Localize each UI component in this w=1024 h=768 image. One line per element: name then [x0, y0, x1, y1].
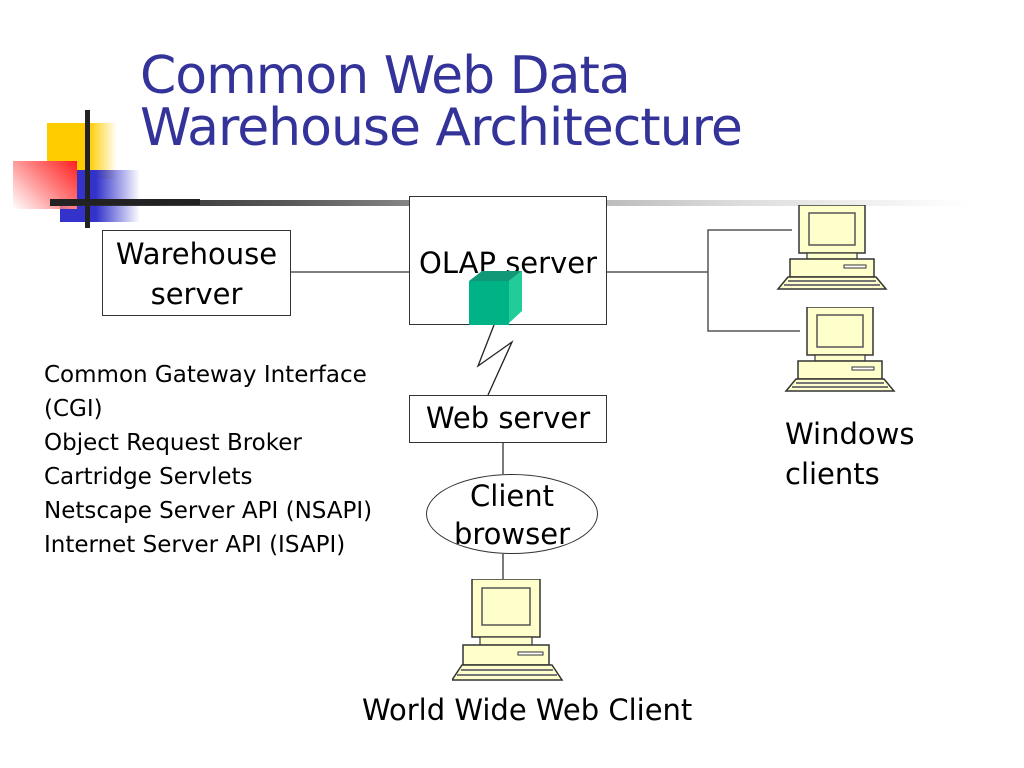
windows-clients-label-line-2: clients	[785, 457, 880, 491]
www-client-label: World Wide Web Client	[362, 693, 693, 727]
list-item: Cartridge Servlets	[44, 464, 253, 490]
list-item: Object Request Broker	[44, 430, 302, 456]
windows-clients-bracket	[707, 229, 800, 332]
list-item: Netscape Server API (NSAPI)	[44, 498, 373, 524]
client-browser-label-line-2: browser	[453, 517, 571, 551]
windows-clients-label: Windows clients	[785, 414, 914, 494]
slide-title: Common Web Data Warehouse Architecture	[140, 46, 743, 158]
list-item: (CGI)	[44, 396, 103, 422]
gateway-technology-list: Common Gateway Interface (CGI) Object Re…	[44, 358, 372, 562]
desktop-computer-icon	[784, 307, 896, 392]
lightning-bolt-icon	[476, 324, 514, 396]
list-item: Common Gateway Interface	[44, 362, 367, 388]
client-browser-label-line-1: Client	[470, 479, 554, 513]
warehouse-server-label-line-2: server	[150, 277, 243, 311]
slide-title-line-1: Common Web Data	[140, 46, 631, 106]
windows-clients-label-line-1: Windows	[785, 417, 915, 451]
decorative-vertical-bar	[85, 110, 90, 228]
list-item: Internet Server API (ISAPI)	[44, 532, 346, 558]
client-browser-ellipse: Client browser	[426, 474, 598, 554]
decorative-horizontal-bar	[50, 199, 200, 205]
warehouse-server-label-line-1: Warehouse	[115, 237, 278, 271]
web-server-box: Web server	[409, 395, 607, 443]
cube-icon	[469, 271, 522, 325]
slide-title-line-2: Warehouse Architecture	[140, 98, 743, 158]
desktop-computer-icon	[776, 205, 888, 290]
web-server-label: Web server	[425, 401, 591, 435]
warehouse-server-box: Warehouse server	[102, 230, 291, 316]
desktop-computer-icon	[452, 579, 564, 681]
